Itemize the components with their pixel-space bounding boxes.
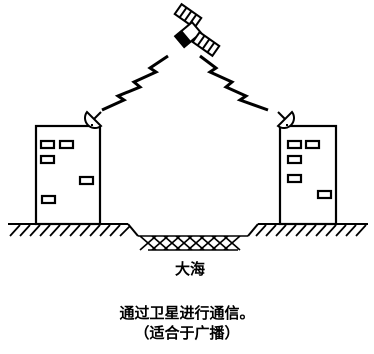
caption-line-2: （适合于广播） [134,324,240,342]
left-signal-zigzag [101,54,169,112]
left-ground [8,223,139,237]
left-building [34,124,102,226]
right-building [278,124,338,226]
right-dish-antenna-icon [276,110,295,129]
right-ground [247,223,368,237]
left-dish-antenna-icon [84,110,103,129]
sea-hatching [138,235,248,251]
right-signal-zigzag [199,54,269,112]
satellite-icon [173,2,221,58]
sea-label: 大海 [174,260,205,278]
caption-line-1: 通过卫星进行通信。 [119,304,255,322]
